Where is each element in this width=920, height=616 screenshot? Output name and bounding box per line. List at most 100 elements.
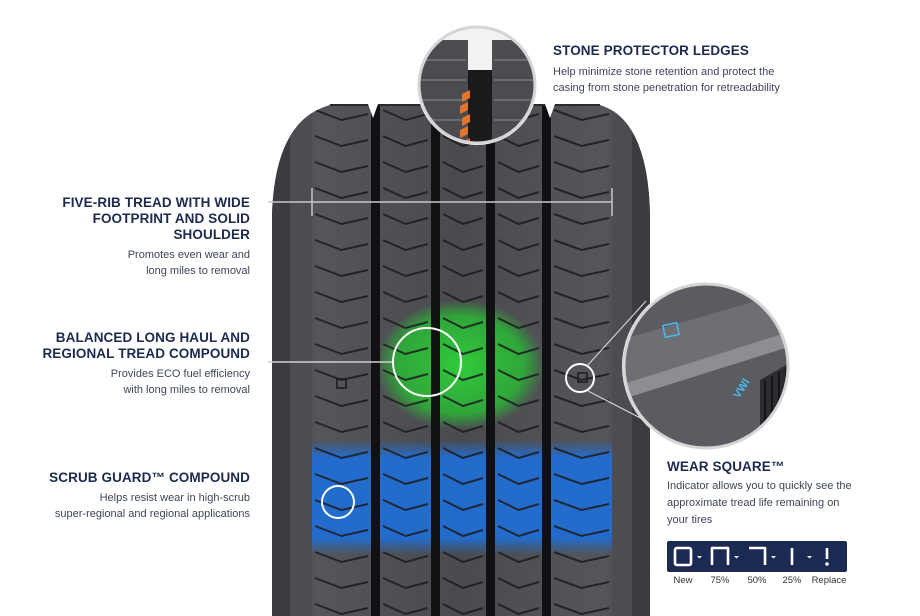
tread-width-line <box>268 188 613 216</box>
wear-square-right <box>577 372 588 383</box>
tread-sipe <box>553 369 610 382</box>
five-rib-desc-line1: Promotes even wear and <box>127 249 250 261</box>
tread-sipe <box>553 109 610 122</box>
tread-sipe <box>314 525 369 538</box>
tread-sipe <box>314 447 369 460</box>
tread-sipe <box>314 473 369 486</box>
stone-desc-line1: Help minimize stone retention and protec… <box>553 66 775 78</box>
tread-sipe <box>497 473 540 486</box>
wear-square-title: WEAR SQUARE™ <box>667 459 785 474</box>
tread-sipe <box>442 213 484 226</box>
tread-sipe <box>382 265 429 278</box>
tread-sipe <box>497 317 540 330</box>
tread-sipe <box>553 187 610 200</box>
balanced-title-line1: BALANCED LONG HAUL AND <box>55 330 250 345</box>
balanced-desc-line1: Provides ECO fuel efficiency <box>110 368 250 380</box>
tread-sipe <box>314 577 369 590</box>
balanced-title-line2: REGIONAL TREAD COMPOUND <box>42 346 250 361</box>
tread-sipe <box>553 291 610 304</box>
wear-desc-line2: approximate tread life remaining on <box>667 497 840 509</box>
wear-label-replace: Replace <box>811 575 847 586</box>
tread-sipe <box>442 603 484 616</box>
tread-sipe <box>442 447 484 460</box>
scrub-guard-callout: SCRUB GUARD™ COMPOUND Helps resist wear … <box>30 470 250 522</box>
tread-sipe <box>497 603 540 616</box>
tread-sipe <box>442 473 484 486</box>
tread-sipe <box>382 395 429 408</box>
tread-sipe <box>314 551 369 564</box>
wear-level-legend: New 75% 50% 25% Replace <box>667 541 847 587</box>
tread-sipe <box>553 577 610 590</box>
tread-sipe <box>314 603 369 616</box>
scrub-zoom-ring <box>321 485 355 519</box>
stone-protector-desc: Help minimize stone retention and protec… <box>553 64 813 96</box>
tread-sipe <box>497 213 540 226</box>
tread-sipe <box>497 499 540 512</box>
tread-sipe <box>314 239 369 252</box>
tread-sipe <box>382 109 429 122</box>
tread-sipe <box>314 317 369 330</box>
tire-body <box>272 104 650 616</box>
tread-sipe <box>382 291 429 304</box>
five-rib-desc: Promotes even wear and long miles to remo… <box>30 247 250 279</box>
tread-sipe <box>442 161 484 174</box>
tread-sipe <box>314 161 369 174</box>
tread-sipe <box>442 317 484 330</box>
tread-sipe <box>553 343 610 356</box>
tread-sipe <box>497 135 540 148</box>
scrub-desc-line2: super-regional and regional applications <box>54 508 250 520</box>
wear-glyph-75 <box>710 546 730 565</box>
tread-sipe <box>497 239 540 252</box>
tread-sipe <box>442 499 484 512</box>
tread-sipe <box>553 551 610 564</box>
tread-sipe <box>442 291 484 304</box>
tread-sipe <box>382 369 429 382</box>
tread-sipe <box>442 421 484 434</box>
tread-sipe <box>382 447 429 460</box>
tread-sipe <box>314 343 369 356</box>
scrub-guard-title: SCRUB GUARD™ COMPOUND <box>49 470 250 485</box>
tread-sipe <box>553 421 610 434</box>
tread-sipe <box>442 525 484 538</box>
tread-sipe <box>553 603 610 616</box>
wear-square-zoom: VWI <box>622 282 790 450</box>
tread-sipe <box>497 369 540 382</box>
tread-sipe <box>314 265 369 278</box>
tread-sipe <box>314 291 369 304</box>
wear-label-75: 75% <box>710 575 730 586</box>
stone-desc-line2: casing from stone penetration for retrea… <box>553 82 780 94</box>
tread-sipe <box>382 551 429 564</box>
tread-sipe <box>553 499 610 512</box>
tread-sipe <box>382 317 429 330</box>
tread-sipe <box>497 551 540 564</box>
tread-sipe <box>382 473 429 486</box>
tread-sipe <box>314 109 369 122</box>
tread-sipe <box>497 265 540 278</box>
tread-sipe <box>382 161 429 174</box>
tread-sipe <box>442 369 484 382</box>
tread-sipe <box>442 239 484 252</box>
tread-sipe <box>382 499 429 512</box>
tread-sipe <box>553 135 610 148</box>
stone-protector-title: STONE PROTECTOR LEDGES <box>553 43 749 58</box>
tread-sipe <box>497 525 540 538</box>
wear-square-ring <box>565 363 595 393</box>
tread-sipe <box>553 161 610 174</box>
five-rib-title-line1: FIVE-RIB TREAD WITH WIDE <box>62 195 250 210</box>
five-rib-title-line2: FOOTPRINT AND SOLID SHOULDER <box>92 211 250 242</box>
tread-sipe <box>314 187 369 200</box>
tread-sipe <box>382 421 429 434</box>
tread-sipe <box>442 577 484 590</box>
tread-sipe <box>314 135 369 148</box>
wear-glyph-new <box>673 546 693 567</box>
tread-sipe <box>442 343 484 356</box>
tread-sipe <box>382 135 429 148</box>
five-rib-desc-line2: long miles to removal <box>146 265 250 277</box>
wear-leader-top <box>586 300 647 367</box>
